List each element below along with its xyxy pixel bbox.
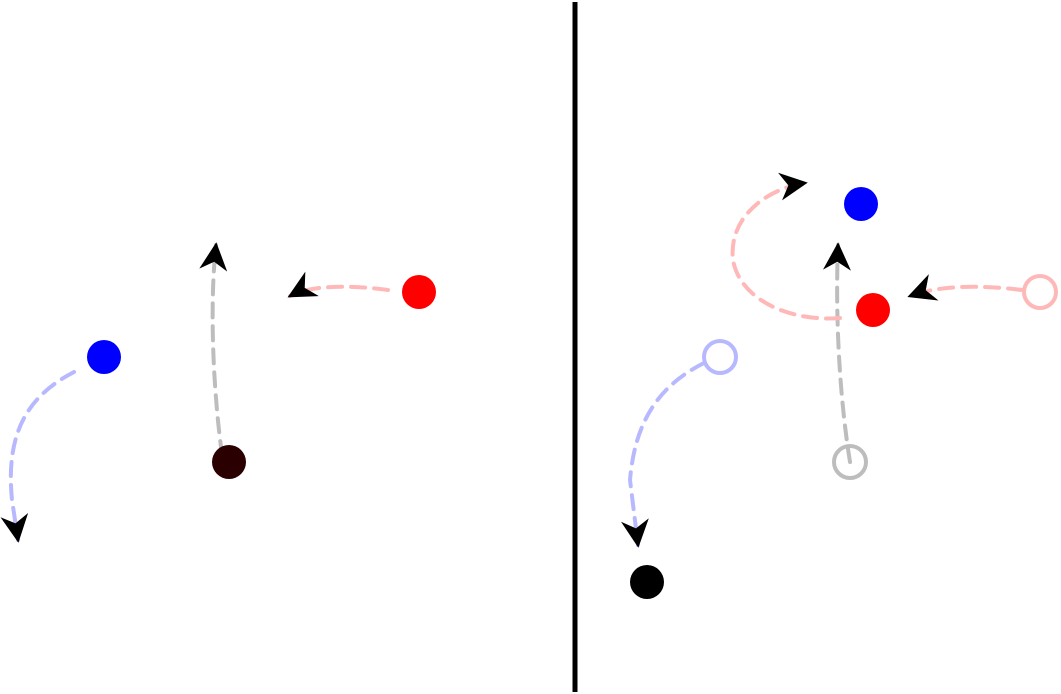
right-panel: [621, 172, 1058, 599]
left-panel: [0, 242, 436, 543]
red-agent: [402, 275, 436, 309]
red-start-marker: [1022, 274, 1058, 310]
blue-trajectory: [0, 370, 76, 543]
gray-trajectory: [199, 242, 228, 457]
blue-agent: [87, 340, 121, 374]
blue-start-marker: [702, 339, 738, 375]
red-agent: [856, 293, 890, 327]
red-loop-trajectory: [730, 172, 842, 321]
black-agent: [630, 565, 664, 599]
red-trajectory: [287, 271, 390, 298]
red-trajectory: [907, 274, 1024, 301]
dark-agent: [212, 445, 246, 479]
gray-start-marker: [832, 444, 868, 480]
gray-trajectory: [823, 242, 852, 464]
blue-agent: [844, 187, 878, 221]
blue-trajectory: [621, 361, 706, 548]
